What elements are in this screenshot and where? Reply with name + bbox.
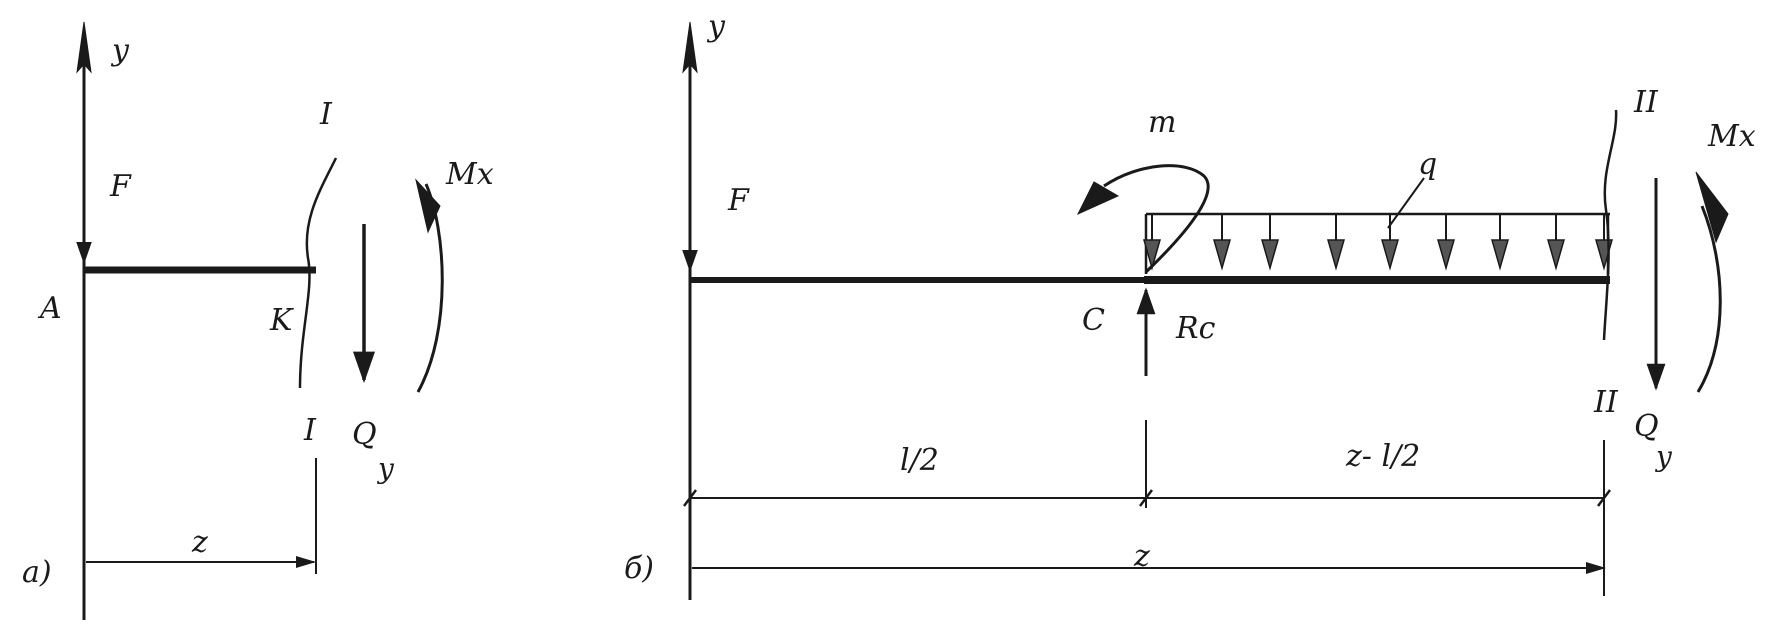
fig-a-panel-label: а) <box>22 555 52 590</box>
fig-a-label-f: F <box>109 169 132 204</box>
fig-b-label-rest: z- l/2 <box>1345 439 1420 474</box>
fig-b-distributed-load <box>1143 177 1613 274</box>
fig-a-section-line <box>298 157 338 389</box>
fig-b-moment-arc <box>1696 205 1722 393</box>
fig-b-moment-arrowhead <box>1695 171 1729 244</box>
fig-a-label-section-top: I <box>319 97 333 132</box>
load-arrow-head <box>1491 239 1509 271</box>
fig-a-moment-arrowhead <box>415 178 441 234</box>
fig-b-label-q-sub: y <box>1654 440 1673 473</box>
load-arrow-head <box>1213 239 1231 271</box>
fig-b-label-f: F <box>727 183 750 218</box>
fig-b-panel-label: б) <box>624 551 654 586</box>
fig-b-label-m: m <box>1148 105 1176 140</box>
fig-b-y-axis-arrowhead <box>682 21 698 74</box>
fig-b-label-q-load: q <box>1418 147 1437 182</box>
fig-a-label-mx: Mx <box>445 157 494 192</box>
fig-b-label-section-top: II <box>1633 85 1659 120</box>
fig-b-dim-tick-right <box>1597 489 1611 507</box>
load-arrow-head <box>1143 239 1161 271</box>
fig-b-label-section-bottom: II <box>1593 385 1619 420</box>
fig-a-label-z: z <box>191 525 208 560</box>
fig-b-label-q: Q <box>1634 409 1659 444</box>
fig-b-label-z: z <box>1133 539 1150 574</box>
fig-a-label-q-sub: y <box>376 452 395 485</box>
fig-b-label-mx: Mx <box>1707 119 1756 154</box>
fig-b-load-label-leader <box>1387 177 1425 229</box>
fig-b-couple-arrowhead <box>1076 181 1120 216</box>
fig-b-label-c: C <box>1082 303 1105 338</box>
fig-b-load-arrows <box>1143 214 1613 271</box>
fig-b-dim-tick-c <box>1139 489 1153 507</box>
fig-a-y-axis-arrowhead <box>76 21 92 74</box>
fig-a-label-a: A <box>37 291 62 326</box>
fig-a-label-k: K <box>269 303 294 338</box>
fig-b-section-line <box>1602 109 1618 341</box>
fig-a-label-section-bottom: I <box>303 413 317 448</box>
load-arrow-head <box>1327 239 1345 271</box>
fig-b-dim-tick-left <box>683 489 697 507</box>
fig-b-label-rc: Rc <box>1175 311 1216 346</box>
load-arrow-head <box>1261 239 1279 271</box>
load-arrow-head <box>1547 239 1565 271</box>
fig-a-label-y: y <box>110 33 130 68</box>
fig-a-label-q: Q <box>352 417 377 452</box>
figure-a: y F A K I I Q y Mx z а) <box>22 21 494 620</box>
fig-b-couple-arc <box>1103 164 1210 274</box>
load-arrow-head <box>1381 239 1399 271</box>
figure-b: y F C Rc m q II II Q y Mx l/2 z- l/2 z б… <box>624 9 1756 600</box>
fig-b-label-y: y <box>706 9 726 44</box>
load-arrow-head <box>1437 239 1455 271</box>
fig-b-label-half: l/2 <box>900 443 939 478</box>
